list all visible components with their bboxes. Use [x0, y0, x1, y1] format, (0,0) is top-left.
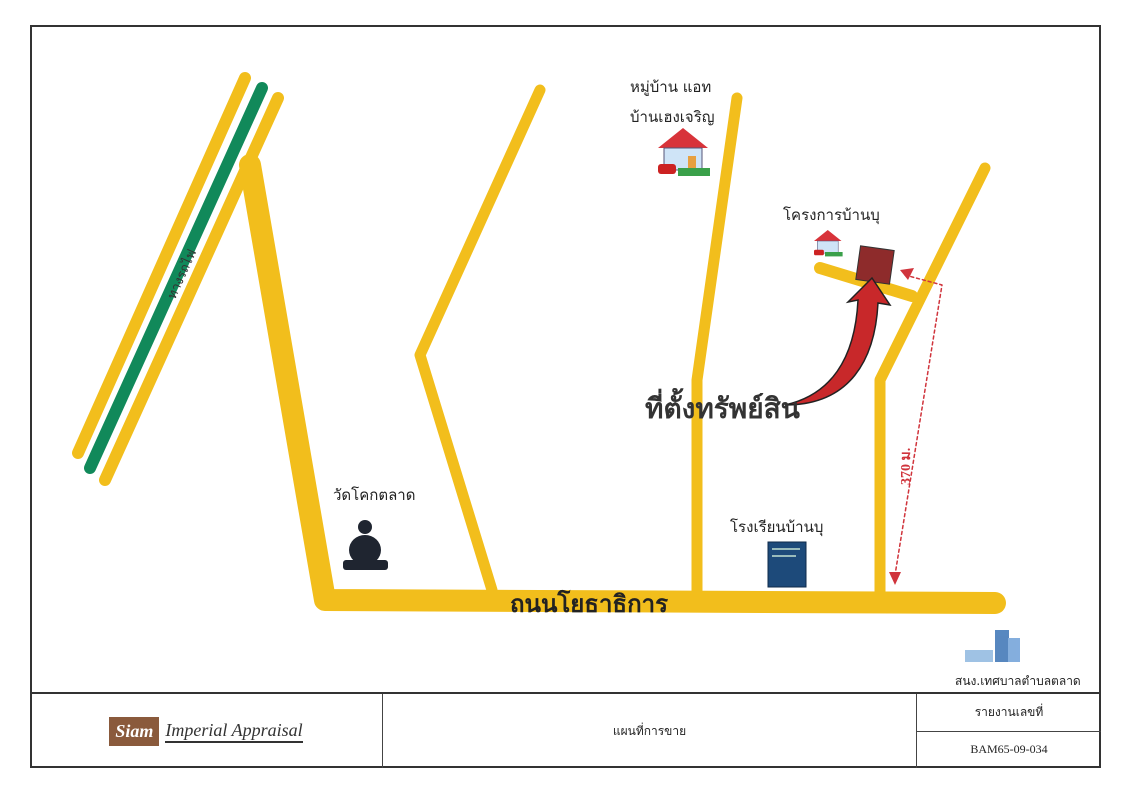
project-label: โครงการบ้านบุ: [783, 206, 880, 225]
map-frame: [30, 25, 1101, 768]
house-icon: [814, 230, 843, 257]
main-road-label: ถนนโยธาธิการ: [510, 589, 668, 618]
building-icon: [965, 630, 1020, 662]
logo-text: Imperial Appraisal: [165, 720, 303, 743]
property-marker[interactable]: [855, 245, 895, 285]
property-location-label: ที่ตั้งทรัพย์สิน: [645, 387, 800, 425]
document-title: แผนที่การขาย: [383, 694, 917, 768]
house-icon: [658, 128, 710, 176]
logo-brand: Siam: [109, 716, 160, 746]
main-road: [239, 154, 1006, 614]
municipal-office-label: สนง.เทศบาลตำบลตลาด: [955, 674, 1081, 688]
school-label: โรงเรียนบ้านบุ: [730, 518, 823, 537]
distance-arrow-bottom: [889, 572, 901, 585]
distance-arrow-top: [900, 268, 914, 280]
village-label-line2: บ้านเฮงเจริญ: [630, 108, 715, 126]
railway-edge-left: [72, 72, 251, 459]
distance-line: [894, 274, 943, 576]
railway-track: [84, 82, 268, 474]
distance-label: 370 ม.: [899, 448, 914, 485]
village-label-line1: หมู่บ้าน แอท: [630, 78, 711, 96]
report-info: รายงานเลขที่ BAM65-09-034: [917, 694, 1101, 768]
report-label: รายงานเลขที่: [917, 694, 1101, 732]
road-3: [691, 92, 743, 601]
arrow-icon: [784, 276, 892, 406]
buddha-statue-icon: [343, 520, 388, 570]
report-number: BAM65-09-034: [970, 742, 1048, 757]
temple-label: วัดโคกตลาด: [333, 486, 415, 504]
road-4: [874, 162, 991, 601]
road-2: [414, 84, 546, 596]
footer-title-block: Siam Imperial Appraisal แผนที่การขาย ราย…: [30, 692, 1101, 768]
book-icon: [767, 541, 807, 588]
soi-road: [814, 262, 918, 302]
company-logo: Siam Imperial Appraisal: [30, 694, 383, 768]
